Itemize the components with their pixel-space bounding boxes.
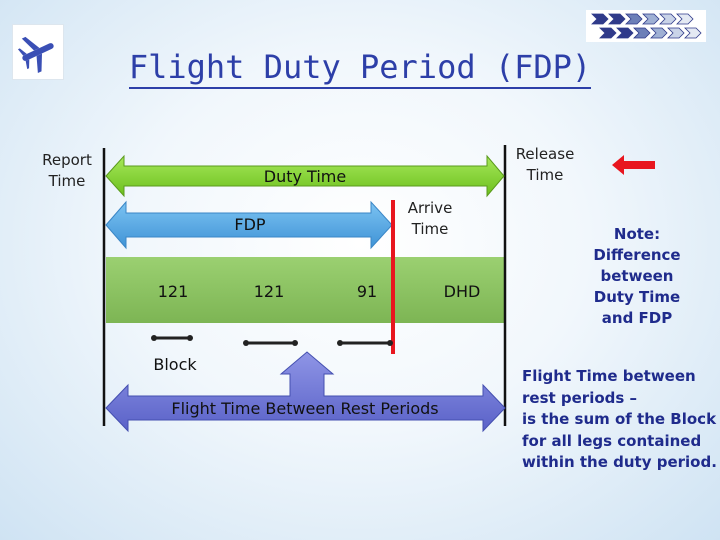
chevron-mark xyxy=(684,27,702,39)
report-time-label: Report Time xyxy=(42,151,92,190)
chevron-mark xyxy=(599,27,617,39)
chevron-arrows-logo xyxy=(586,10,706,42)
duty-time-arrow xyxy=(105,154,505,198)
fdp-label: FDP xyxy=(234,215,266,234)
chevron-mark xyxy=(667,27,685,39)
chevron-mark xyxy=(616,27,634,39)
leg-2-label: 121 xyxy=(253,282,285,301)
flight-time-between-rest-arrow xyxy=(105,351,506,433)
definition-body: is the sum of the Block for all legs con… xyxy=(522,410,717,471)
note-text: Note: Difference between Duty Time and F… xyxy=(593,225,681,327)
red-left-arrow-icon xyxy=(612,155,655,175)
duty-time-label: Duty Time xyxy=(263,167,347,186)
flight-time-between-label: Flight Time Between Rest Periods xyxy=(171,399,439,418)
chevron-mark xyxy=(642,13,660,25)
block-markers xyxy=(151,335,393,346)
chevron-mark xyxy=(608,13,626,25)
chevron-mark xyxy=(591,13,609,25)
chevron-mark xyxy=(625,13,643,25)
block-label: Block xyxy=(153,355,197,374)
chevron-mark xyxy=(659,13,677,25)
page-title: Flight Duty Period (FDP) xyxy=(0,48,720,89)
leg-4-label: DHD xyxy=(443,282,481,301)
release-time-label: Release Time xyxy=(515,145,575,184)
definition-heading: Flight Time between rest periods – xyxy=(522,367,696,407)
chevron-mark xyxy=(650,27,668,39)
chevron-mark xyxy=(676,13,694,25)
chevron-mark xyxy=(633,27,651,39)
leg-1-label: 121 xyxy=(157,282,189,301)
arrive-time-label: Arrive Time xyxy=(407,199,453,238)
leg-3-label: 91 xyxy=(356,282,378,301)
airplane-icon xyxy=(12,24,64,80)
legs-band xyxy=(106,257,504,323)
